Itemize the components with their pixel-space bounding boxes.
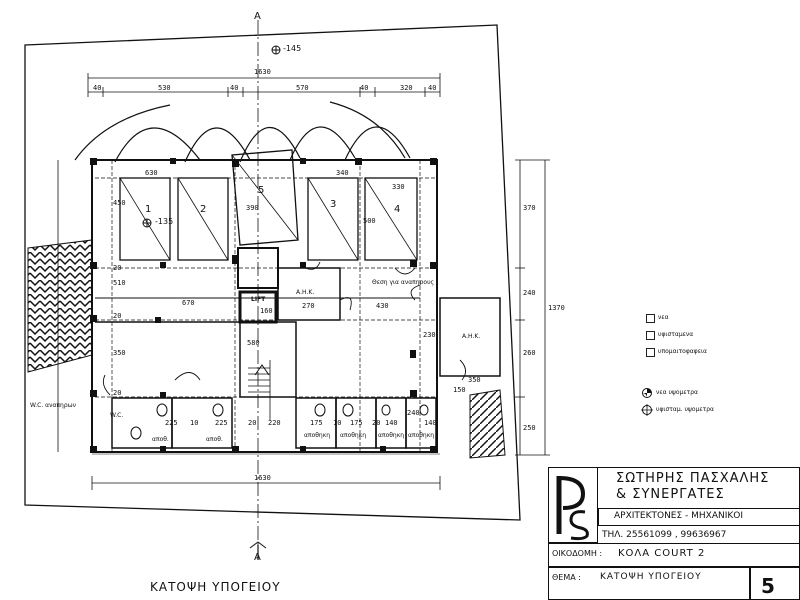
corridor-dim: 160: [260, 307, 273, 315]
dim-chain: 40: [428, 84, 437, 92]
lift-label: LIFT: [251, 296, 266, 303]
subject-label: ΘΕΜΑ :: [552, 573, 581, 582]
storage-label: αποθηκη: [340, 432, 367, 439]
building-name: ΚΟΛΑ COURT 2: [618, 548, 706, 559]
legend-swatch: [646, 348, 655, 357]
misc-dim: 500: [363, 217, 376, 225]
misc-dim: 230: [423, 331, 436, 339]
legend-item: υφισταμενα: [658, 331, 694, 338]
storage-label: αποθηκη: [304, 432, 331, 439]
legend-item: νεα: [658, 314, 669, 321]
level-marker-new-icon: [642, 388, 652, 398]
storage-dim: 220: [268, 419, 281, 427]
misc-dim: 580: [247, 339, 260, 347]
legend-swatch: [646, 331, 655, 340]
storage-dim: 225: [215, 419, 228, 427]
storage-label: αποθ.: [152, 436, 169, 443]
storage-dim: 20: [372, 419, 381, 427]
section-mark-bottom: A: [254, 552, 261, 563]
section-mark-top: A: [254, 11, 261, 22]
wc-label: W.C.: [110, 412, 124, 419]
left-dim: 20: [113, 389, 122, 397]
firm-logo: [556, 476, 589, 541]
ahk-label: Α.Η.Κ.: [462, 333, 481, 340]
storage-dim: 175: [350, 419, 363, 427]
storage-dim: 225: [165, 419, 178, 427]
storage-dim: 240: [407, 409, 420, 417]
dim-chain: 570: [296, 84, 309, 92]
building-label: ΟΙΚΟΔΟΜΗ :: [552, 549, 603, 558]
storage-dim: 140: [385, 419, 398, 427]
legend-level: υφισταμ. υψομετρα: [656, 406, 714, 413]
sheet-number-cell: [750, 567, 800, 600]
plot-boundary: [24, 24, 521, 521]
bay-number: 5: [258, 185, 265, 196]
hatched-ramp-right: [469, 389, 506, 459]
bay-number: 1: [145, 204, 152, 215]
corridor-dim: 270: [302, 302, 315, 310]
storage-label: αποθ.: [206, 436, 223, 443]
left-dim: 510: [113, 279, 126, 287]
legend-swatch: [646, 314, 655, 323]
dim-overall-top: 1630: [254, 68, 271, 76]
level-top: -145: [283, 44, 302, 53]
bay-dim: 630: [145, 169, 158, 177]
storage-dim: 10: [190, 419, 199, 427]
storage-label: αποθηκη: [408, 432, 435, 439]
firm-name-line2: & ΣΥΝΕΡΓΑΤΕΣ: [616, 487, 725, 502]
bay-number: 4: [394, 204, 401, 215]
left-dim: 450: [113, 199, 126, 207]
firm-name-line1: ΣΩΤΗΡΗΣ ΠΑΣΧΑΛΗΣ: [616, 471, 770, 486]
dim-chain: 530: [158, 84, 171, 92]
hatched-ramp-left: [27, 239, 93, 373]
wc-note: W.C. αναπηρων: [30, 402, 77, 409]
legend-level: νεα υψομετρα: [656, 389, 698, 396]
dim-chain: 40: [230, 84, 239, 92]
legend-item: υπομαιτοφαφεια: [658, 348, 707, 355]
misc-dim: 390: [246, 204, 259, 212]
corridor-dim: 430: [376, 302, 389, 310]
level-parking: -135: [155, 217, 174, 226]
firm-phone: ΤΗΛ. 25561099 , 99636967: [602, 530, 727, 540]
bay-number: 2: [200, 204, 207, 215]
left-dim: 350: [113, 349, 126, 357]
ramp-label: Θεση για αναπηρους: [372, 279, 435, 286]
dim-chain: 40: [360, 84, 369, 92]
plan-title: ΚΑΤΟΨΗ ΥΠΟΓΕΙΟΥ: [150, 580, 281, 594]
right-dim: 260: [523, 349, 536, 357]
sheet-number: 5: [761, 574, 775, 598]
dim-chain: 40: [93, 84, 102, 92]
bay-dim: 330: [392, 183, 405, 191]
right-dim: 250: [523, 424, 536, 432]
right-dim: 370: [523, 204, 536, 212]
left-dim: 20: [113, 312, 122, 320]
left-dim: 20: [113, 264, 122, 272]
corridor-dim: 670: [182, 299, 195, 307]
dim-chain: 320: [400, 84, 413, 92]
level-marker-existing-icon: [641, 404, 653, 416]
dim-overall-right: 1370: [548, 304, 565, 312]
firm-logo-cell: [548, 467, 598, 543]
bay-dim: 340: [336, 169, 349, 177]
ahk-label: Α.Η.Κ.: [296, 289, 315, 296]
storage-label: αποθηκη: [378, 432, 405, 439]
storage-dim: 175: [310, 419, 323, 427]
storage-dim: 140: [424, 419, 437, 427]
storage-dim: 10: [333, 419, 342, 427]
bay-number: 3: [330, 199, 337, 210]
right-dim: 240: [523, 289, 536, 297]
dim-overall-bottom: 1630: [254, 474, 271, 482]
storage-dim: 20: [248, 419, 257, 427]
misc-dim: 350: [468, 376, 481, 384]
subject-value: ΚΑΤΟΨΗ ΥΠΟΓΕΙΟΥ: [600, 572, 702, 582]
misc-dim: 150: [453, 386, 466, 394]
firm-profession: ΑΡΧΙΤΕΚΤΟΝΕΣ - ΜΗΧΑΝΙΚΟΙ: [614, 511, 744, 521]
